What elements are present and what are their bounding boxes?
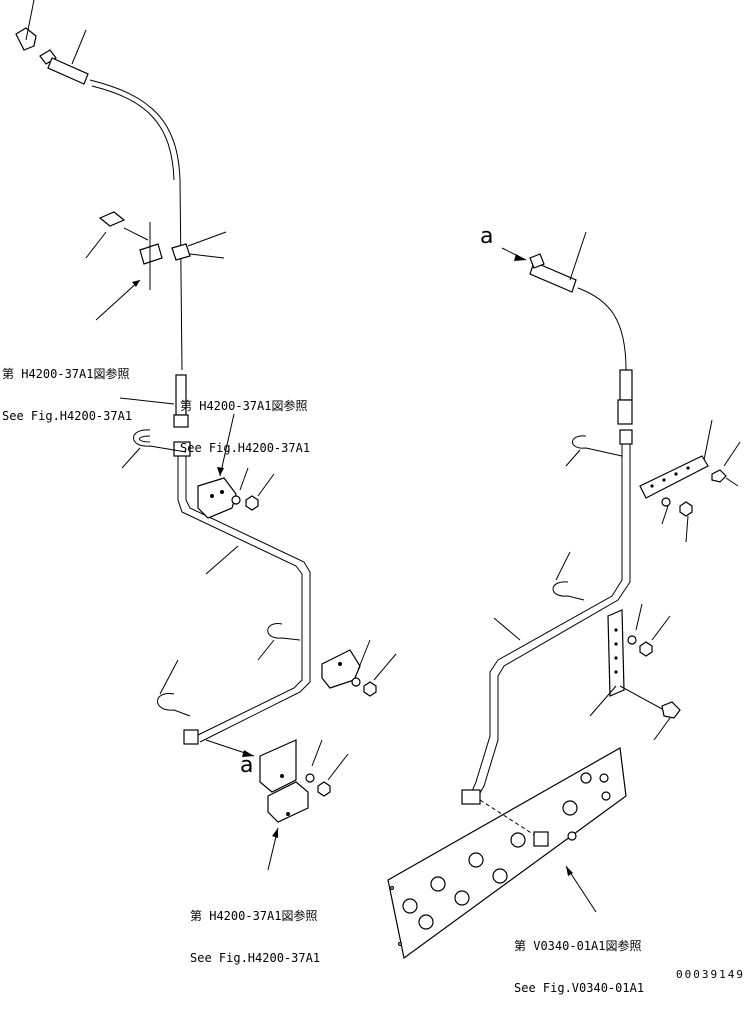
reference-label-1-jp: 第 H4200-37A1図参照 xyxy=(2,367,130,381)
connection-mark-right: a xyxy=(480,224,494,249)
reference-label-2-en: See Fig.H4200-37A1 xyxy=(180,441,311,455)
reference-label-1: 第 H4200-37A1図参照 See Fig.H4200-37A1 xyxy=(2,339,132,437)
reference-label-3-en: See Fig.H4200-37A1 xyxy=(190,951,321,965)
reference-label-2-jp: 第 H4200-37A1図参照 xyxy=(180,399,308,413)
connection-mark-left: a xyxy=(240,753,254,778)
reference-label-3: 第 H4200-37A1図参照 See Fig.H4200-37A1 xyxy=(190,881,320,979)
parts-diagram xyxy=(15,0,741,960)
reference-label-1-en: See Fig.H4200-37A1 xyxy=(2,409,133,423)
reference-label-4: 第 V0340-01A1図参照 See Fig.V0340-01A1 xyxy=(514,911,644,1009)
drawing-number: 00039149 xyxy=(676,968,745,981)
left-hose-assembly xyxy=(15,0,397,871)
right-hose-assembly xyxy=(387,231,741,960)
reference-label-4-jp: 第 V0340-01A1図参照 xyxy=(514,939,642,953)
reference-label-4-en: See Fig.V0340-01A1 xyxy=(514,981,645,995)
reference-label-2: 第 H4200-37A1図参照 See Fig.H4200-37A1 xyxy=(180,371,310,469)
reference-label-3-jp: 第 H4200-37A1図参照 xyxy=(190,909,318,923)
